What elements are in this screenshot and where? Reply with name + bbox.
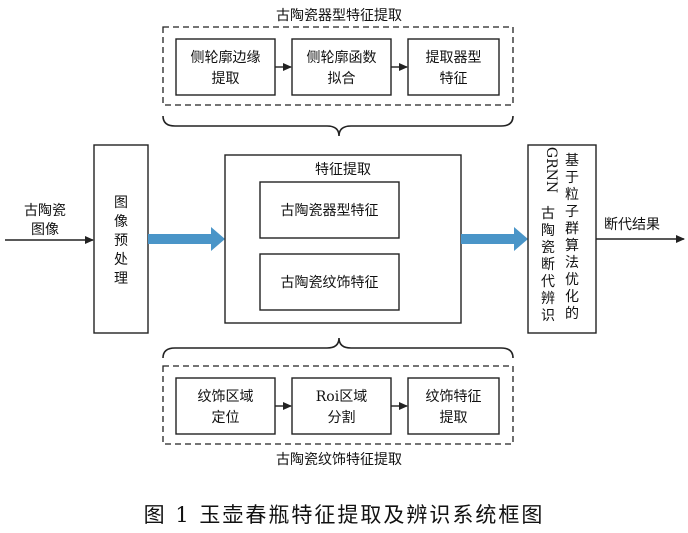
bottom-group-frame [162, 365, 514, 445]
classifier-c2-char-2: 陶 [541, 223, 555, 239]
bottom-brace [162, 337, 514, 359]
bottom-step-1-line-2: 定位 [212, 410, 240, 426]
shape-feature-label: 古陶瓷器型特征 [281, 203, 379, 219]
bottom-step-2-line-1: Roi区域 [316, 389, 367, 405]
feature-extraction-title: 特征提取 [315, 162, 371, 178]
top-brace [162, 115, 514, 137]
top-step-3-box [407, 38, 500, 96]
top-group-frame [162, 26, 514, 106]
preprocess-char-2: 像 [114, 214, 128, 230]
input-label-line-2: 图像 [31, 222, 59, 238]
decoration-feature-box [259, 253, 400, 311]
bottom-step-1-line-1: 纹饰区域 [198, 389, 254, 405]
top-step-2-box [291, 38, 392, 96]
top-step-1-line-1: 侧轮廓边缘 [191, 49, 261, 66]
classifier-c2-char-6: 辨 [541, 291, 555, 307]
bottom-step-2-line-2: 分割 [328, 409, 356, 426]
top-step-2-line-1: 侧轮廓函数 [307, 49, 377, 66]
top-group-title: 古陶瓷器型特征提取 [276, 8, 402, 24]
classifier-c2-char-4: 断 [541, 257, 555, 273]
bottom-group-title: 古陶瓷纹饰特征提取 [276, 452, 402, 468]
bottom-step-3-line-2: 提取 [440, 410, 468, 426]
top-step-1-line-2: 提取 [212, 71, 240, 87]
bottom-step-3-box [407, 377, 500, 435]
classifier-c1-char-2: 于 [565, 170, 579, 186]
classifier-c1-char-1: 基 [565, 152, 579, 169]
top-step-1-box [175, 38, 276, 96]
classifier-c2-char-7: 识 [541, 308, 555, 324]
top-step-3-line-1: 提取器型 [426, 50, 482, 66]
classifier-col-2: GRNN 古 陶 瓷 断 代 辨 识 器 [541, 147, 559, 324]
classifier-c2-grnn: GRNN [543, 147, 559, 193]
top-step-2-line-2: 拟合 [328, 71, 356, 87]
flow-arrow-1 [148, 227, 225, 251]
bottom-step-1-box [175, 377, 276, 435]
classifier-c1-char-4: 子 [565, 204, 579, 220]
classifier-c1-char-9: 化 [565, 289, 579, 305]
classifier-col-1: 基 于 粒 子 群 算 法 优 化 的 [565, 152, 579, 322]
preprocess-char-4: 处 [114, 252, 128, 268]
classifier-c2-char-3: 瓷 [541, 240, 555, 256]
shape-feature-box [259, 181, 400, 239]
output-label: 断代结果 [604, 217, 660, 233]
classifier-box [527, 144, 597, 334]
bottom-step-3-line-1: 纹饰特征 [426, 389, 482, 405]
preprocess-char-3: 预 [114, 233, 128, 249]
preprocess-char-1: 图 [114, 195, 128, 211]
top-step-3-line-2: 特征 [440, 71, 468, 87]
classifier-c1-char-7: 法 [565, 255, 579, 271]
classifier-c1-char-6: 算 [565, 238, 579, 254]
flow-arrow-2 [461, 227, 528, 251]
preprocess-char-5: 理 [114, 271, 128, 287]
decoration-feature-label: 古陶瓷纹饰特征 [281, 275, 379, 291]
figure-caption: 图 1 玉壶春瓶特征提取及辨识系统框图 [144, 503, 545, 527]
classifier-c1-char-10: 的 [565, 306, 579, 322]
classifier-c2-char-5: 代 [541, 274, 555, 290]
classifier-c1-char-5: 群 [565, 221, 579, 237]
input-label-line-1: 古陶瓷 [24, 203, 66, 219]
classifier-c1-char-8: 优 [565, 272, 579, 288]
classifier-c2-char-1: 古 [541, 206, 555, 222]
bottom-step-2-box [291, 377, 392, 435]
classifier-c1-char-3: 粒 [565, 187, 579, 203]
